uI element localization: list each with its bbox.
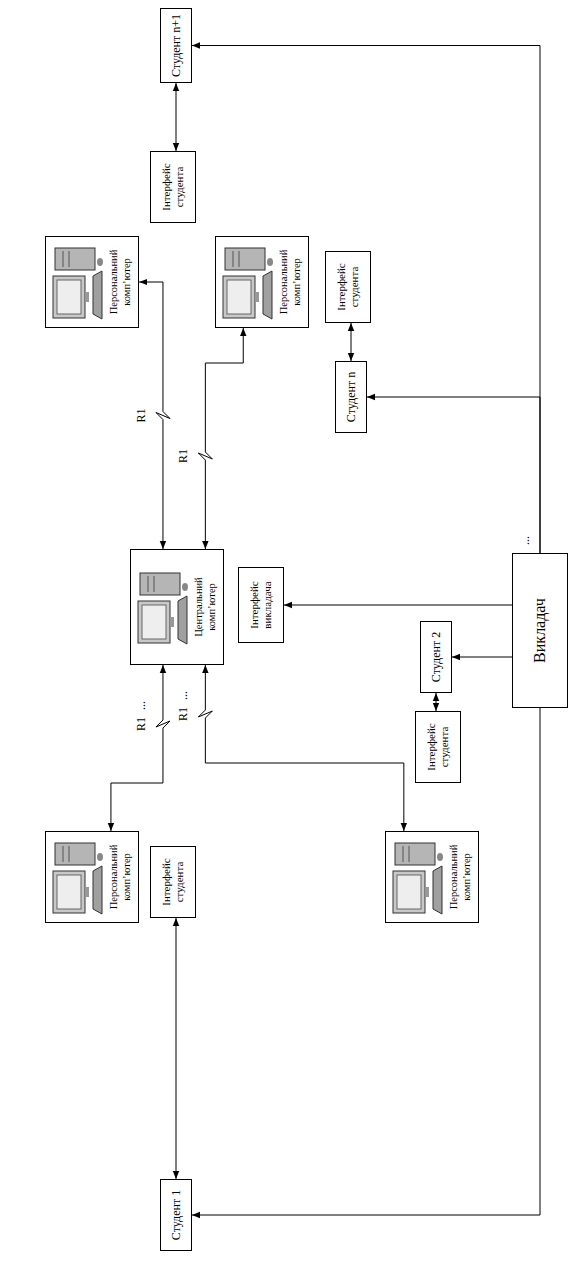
interface-box: Інтерфейс студента — [325, 251, 371, 323]
computer-box: Персональний комп’ютер — [45, 236, 139, 328]
connector — [192, 46, 540, 553]
interface-box: Інтерфейс студента — [415, 711, 461, 783]
connector — [176, 918, 177, 1179]
box-label: Студент n+1 — [169, 14, 183, 77]
connector — [452, 657, 512, 658]
box-label: Персональний комп’ютер — [108, 242, 133, 322]
link-label: R1 — [176, 705, 190, 723]
continuation-dots: ... — [134, 699, 148, 712]
connector — [367, 397, 540, 553]
link-label: R1 — [134, 406, 148, 424]
student-box: Студент n — [335, 361, 367, 433]
interface-box: Інтерфейс студента — [150, 151, 196, 223]
computer-illustration — [391, 837, 445, 917]
box-label: Персональний комп’ютер — [278, 242, 303, 322]
box-label: Персональний комп’ютер — [108, 837, 133, 917]
connector — [436, 693, 437, 711]
computer-box: Персональний комп’ютер — [45, 831, 139, 923]
box-label: Інтерфейс студента — [160, 157, 186, 217]
box-label: Інтерфейс студента — [335, 257, 361, 317]
teacher-box: Викладач — [512, 553, 568, 708]
connector — [111, 665, 170, 831]
connector — [198, 665, 403, 831]
central-computer-box: Центральний комп’ютер — [130, 549, 224, 665]
continuation-dots: ... — [176, 689, 190, 702]
connector — [284, 605, 512, 606]
box-label: Інтерфейс студента — [160, 852, 186, 912]
student-box: Студент 2 — [420, 621, 452, 693]
continuation-dots: ... — [518, 534, 532, 547]
interface-box: Інтерфейс викладача — [238, 567, 284, 643]
box-label: Інтерфейс викладача — [248, 573, 274, 637]
link-label: R1 — [176, 447, 190, 465]
computer-box: Персональний комп’ютер — [385, 831, 479, 923]
interface-box: Інтерфейс студента — [150, 846, 196, 918]
student-box: Студент n+1 — [160, 8, 192, 83]
student-box: Студент 1 — [160, 1179, 192, 1251]
box-label: Викладач — [530, 598, 549, 663]
computer-illustration — [51, 837, 105, 917]
computer-illustration — [221, 242, 275, 322]
connector — [351, 323, 352, 361]
box-label: Персональний комп’ютер — [448, 837, 473, 917]
box-label: Студент 1 — [169, 1190, 183, 1240]
box-label: Інтерфейс студента — [425, 717, 451, 777]
box-label: Центральний комп’ютер — [193, 555, 218, 659]
connector — [198, 328, 243, 549]
computer-box: Персональний комп’ютер — [215, 236, 309, 328]
connector — [192, 708, 540, 1215]
computer-illustration — [136, 567, 190, 647]
computer-illustration — [51, 242, 105, 322]
connector — [176, 83, 177, 151]
box-label: Студент n — [344, 372, 358, 422]
box-label: Студент 2 — [429, 632, 443, 682]
link-label: R1 — [134, 715, 148, 733]
